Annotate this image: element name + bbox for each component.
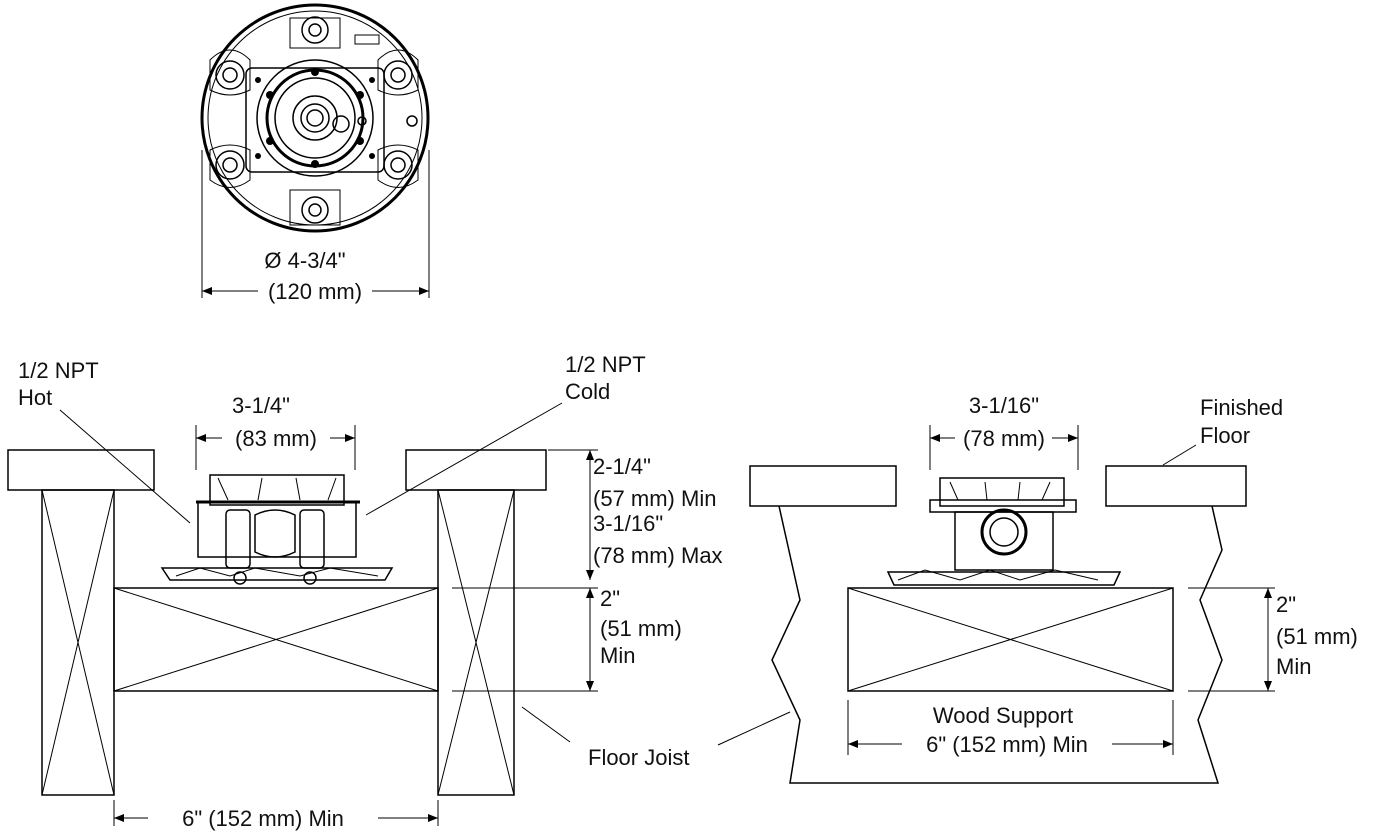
hot-label-line1: 1/2 NPT: [18, 358, 99, 383]
mounting-lobes: [209, 16, 419, 226]
right-valve-body: [886, 477, 1122, 586]
left-subfloor: [7, 449, 547, 491]
left-block-min: Min: [600, 643, 635, 668]
right-wood-support: [847, 587, 1174, 692]
left-block-mm: (51 mm): [600, 616, 682, 641]
wood-support-label: Wood Support: [933, 703, 1073, 728]
cold-callout: 1/2 NPT Cold: [365, 352, 646, 516]
cold-label-line2: Cold: [565, 379, 610, 404]
wood-support-width: 6" (152 mm) Min: [926, 732, 1088, 757]
left-blocking: [113, 587, 439, 692]
right-width-inches: 3-1/16": [969, 393, 1039, 418]
left-valve-body: [160, 474, 394, 585]
finished-floor-line1: Finished: [1200, 395, 1283, 420]
hot-label-line2: Hot: [18, 385, 52, 410]
depth-min-mm: (57 mm) Min: [593, 486, 716, 511]
right-width-dimension: 3-1/16" (78 mm): [929, 393, 1079, 470]
wood-support-dimension: Wood Support 6" (152 mm) Min: [847, 700, 1174, 757]
left-joists: [41, 489, 515, 796]
top-view-valve: [200, 3, 430, 233]
right-block-mm: (51 mm): [1276, 624, 1358, 649]
diameter-mm: (120 mm): [268, 279, 362, 304]
right-block-inches: 2": [1276, 592, 1296, 617]
finished-floor-line2: Floor: [1200, 423, 1250, 448]
cold-label-line1: 1/2 NPT: [565, 352, 646, 377]
depth-max-inches: 3-1/16": [593, 511, 663, 536]
floor-joist-label: Floor Joist: [588, 745, 689, 770]
left-width-mm: (83 mm): [235, 426, 317, 451]
left-block-dimension: 2" (51 mm) Min: [452, 586, 682, 692]
right-block-min: Min: [1276, 654, 1311, 679]
left-depth-dimension: 2-1/4" (57 mm) Min 3-1/16" (78 mm) Max: [548, 449, 723, 580]
left-width-inches: 3-1/4": [232, 393, 290, 418]
right-finished-floor: [749, 465, 1247, 507]
joist-spacing-label: 6" (152 mm) Min: [182, 806, 344, 831]
diameter-inches: Ø 4-3/4": [264, 248, 345, 273]
bolt-holes: [255, 68, 375, 168]
finished-floor-callout: Finished Floor: [1162, 395, 1283, 466]
right-block-dimension: 2" (51 mm) Min: [1188, 587, 1358, 692]
joist-callout: Floor Joist: [521, 706, 791, 770]
top-diameter-dimension: Ø 4-3/4" (120 mm): [201, 150, 430, 304]
left-block-inches: 2": [600, 586, 620, 611]
left-width-dimension: 3-1/4" (83 mm): [195, 393, 356, 470]
label-slot: [354, 34, 380, 45]
right-cavity-outline: [771, 505, 1223, 784]
left-spacing-dimension: 6" (152 mm) Min: [113, 800, 439, 831]
depth-max-mm: (78 mm) Max: [593, 543, 723, 568]
right-width-mm: (78 mm): [963, 426, 1045, 451]
hot-callout: 1/2 NPT Hot: [18, 358, 191, 524]
depth-min-inches: 2-1/4": [593, 454, 651, 479]
